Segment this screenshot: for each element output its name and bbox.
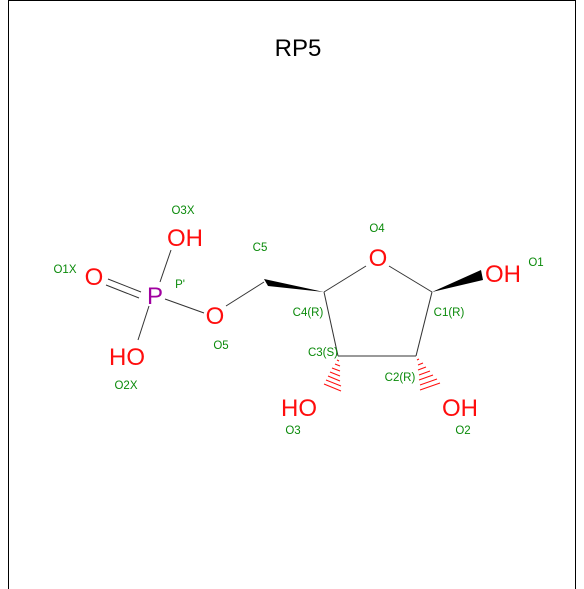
label-o2: O2 — [455, 425, 470, 437]
label-o3x: O3X — [171, 205, 194, 217]
atom-o2x: HO — [109, 344, 145, 371]
label-o4: O4 — [369, 223, 385, 235]
bond-c4-o4 — [323, 265, 367, 293]
atom-o1: OH — [485, 261, 521, 288]
atom-p: P — [147, 283, 163, 310]
atom-o3: HO — [281, 395, 317, 422]
atom-o4: O — [369, 245, 388, 272]
atom-o5: O — [206, 303, 225, 330]
atom-o1x: O — [85, 264, 104, 291]
bond-c4-c3 — [323, 291, 339, 357]
bond-p-o3x — [159, 249, 172, 283]
atom-o3x: OH — [167, 225, 203, 252]
label-c5: C5 — [253, 242, 268, 254]
bond-c1-o1-wedge — [432, 270, 483, 292]
bond-c5-c4-wedge — [264, 279, 324, 292]
bond-p-o1x-a — [107, 278, 142, 293]
bond-c2-c1 — [415, 291, 433, 357]
label-o3: O3 — [285, 425, 300, 437]
label-o5: O5 — [213, 340, 228, 352]
bond-p-o2x — [137, 305, 150, 341]
label-c4: C4(R) — [293, 307, 324, 319]
label-c1: C1(R) — [434, 307, 465, 319]
bond-o5-c5 — [225, 281, 265, 307]
label-o1: O1 — [528, 257, 543, 269]
label-p: P' — [175, 279, 185, 291]
label-c2: C2(R) — [385, 372, 416, 384]
atom-o2: OH — [442, 395, 478, 422]
bond-c3-o3-hash — [323, 359, 342, 392]
bond-p-o1x-b — [105, 284, 140, 299]
bond-p-o5 — [164, 298, 205, 314]
viewer-border — [8, 0, 576, 589]
molecule-title: RP5 — [275, 35, 322, 62]
label-o2x: O2X — [114, 380, 137, 392]
bond-c2-o2-hash — [416, 358, 441, 391]
label-c3: C3(S) — [308, 347, 338, 359]
bond-o4-c1 — [388, 265, 433, 293]
label-o1x: O1X — [53, 264, 76, 276]
